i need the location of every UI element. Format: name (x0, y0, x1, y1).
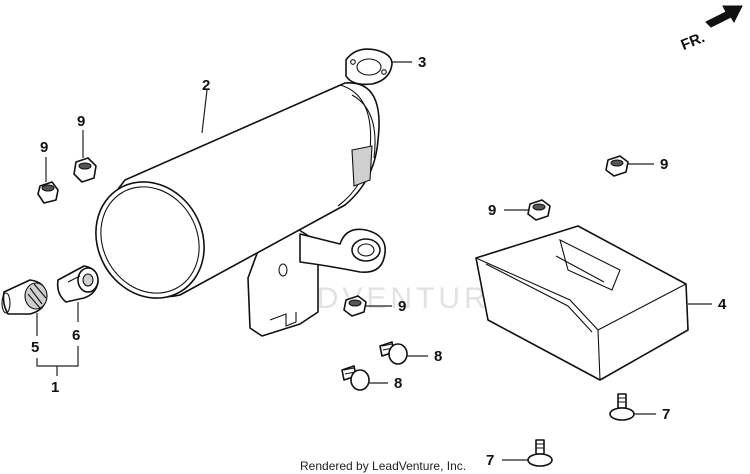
label-part-7-right: 7 (662, 406, 670, 423)
label-part-2: 2 (202, 77, 210, 94)
part-muffler: 2 (95, 77, 386, 337)
direction-arrow-icon (705, 5, 743, 28)
label-part-6: 6 (72, 327, 80, 344)
label-part-1: 1 (51, 379, 59, 396)
label-part-9-cover-left: 9 (488, 202, 496, 219)
part-screen-plug: 6 (56, 265, 99, 344)
part-muffler-protector: 4 (475, 225, 727, 381)
part-flange-bolt-right: 7 (609, 393, 670, 423)
label-part-9-upper: 9 (77, 113, 85, 130)
part-bolt-lower: 8 (341, 365, 402, 392)
assembly-group-bracket: 1 (36, 346, 79, 396)
part-flange-nut-center: 9 (343, 295, 406, 317)
part-gasket: 3 (345, 48, 426, 86)
label-part-9-cover-right: 9 (660, 156, 668, 173)
label-part-3: 3 (418, 54, 426, 71)
front-direction-indicator: FR. (678, 5, 743, 54)
footer-credit: Rendered by LeadVenture, Inc. (300, 459, 466, 473)
label-part-5: 5 (31, 339, 39, 356)
part-flange-nut-upper: 9 (73, 113, 97, 183)
part-flange-bolt-bottom: 7 (486, 439, 553, 469)
part-spark-arrester: 5 (1, 279, 48, 356)
part-bolt-upper: 8 (379, 341, 442, 365)
label-part-8-upper: 8 (434, 348, 442, 365)
label-part-4: 4 (718, 296, 727, 313)
label-part-9-left: 9 (40, 139, 48, 156)
part-flange-nut-cover-right: 9 (605, 155, 668, 177)
direction-label: FR. (678, 29, 707, 54)
label-part-9-center: 9 (398, 298, 406, 315)
label-part-8-lower: 8 (394, 375, 402, 392)
label-part-7-bottom: 7 (486, 452, 494, 469)
part-flange-nut-cover-left: 9 (488, 199, 551, 221)
part-flange-nut-left: 9 (37, 139, 59, 204)
